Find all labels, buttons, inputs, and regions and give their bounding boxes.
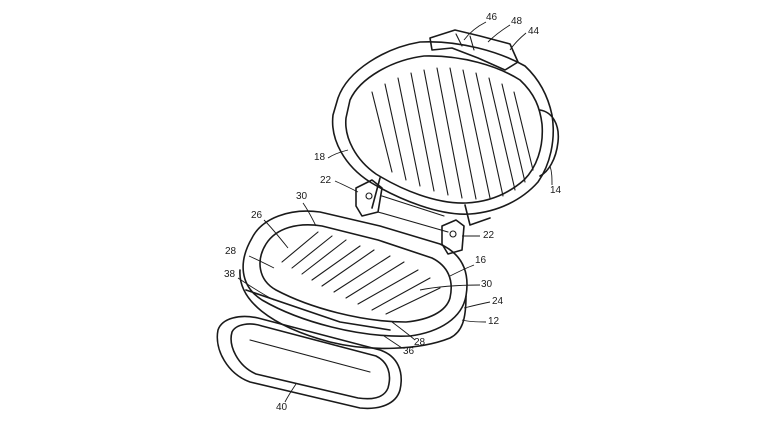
drip-tray: [216, 315, 402, 410]
ref-30-right: 30: [481, 279, 493, 290]
ref-28-bottom: 28: [414, 337, 426, 348]
ref-40: 40: [276, 402, 288, 413]
leader-lines: [237, 21, 553, 403]
ref-46: 46: [486, 12, 498, 23]
ref-24: 24: [492, 296, 504, 307]
base-assembly: [239, 210, 468, 350]
ref-22-left: 22: [320, 175, 332, 186]
base-tray: [259, 224, 452, 323]
ref-26: 26: [251, 210, 263, 221]
hinge-left: [355, 179, 383, 217]
hinge-right: [441, 219, 465, 255]
base-front-lip: [245, 289, 391, 331]
lid-assembly: [331, 29, 560, 226]
ref-44: 44: [528, 26, 540, 37]
ref-14: 14: [550, 185, 562, 196]
ref-18: 18: [314, 152, 326, 163]
lid-handle: [429, 29, 519, 71]
lid-inner-rim: [345, 55, 544, 204]
lid-bracket: [371, 177, 491, 226]
ref-38: 38: [224, 269, 236, 280]
lid-grill-ribs: [371, 67, 534, 200]
lid-shell: [331, 40, 555, 215]
ref-12: 12: [488, 316, 500, 327]
ref-16: 16: [475, 255, 487, 266]
ref-28-left: 28: [225, 246, 237, 257]
lid-side-cap: [539, 109, 560, 177]
drip-tray-outer: [216, 315, 402, 410]
ref-48: 48: [511, 16, 523, 27]
base-grill-ribs: [281, 231, 441, 315]
base-skirt: [239, 269, 467, 350]
base-shell: [242, 210, 468, 337]
hinges: [355, 179, 465, 255]
ref-22-right: 22: [483, 230, 495, 241]
ref-36: 36: [403, 346, 415, 357]
ref-30-top: 30: [296, 191, 308, 202]
drip-tray-inner: [230, 323, 391, 400]
